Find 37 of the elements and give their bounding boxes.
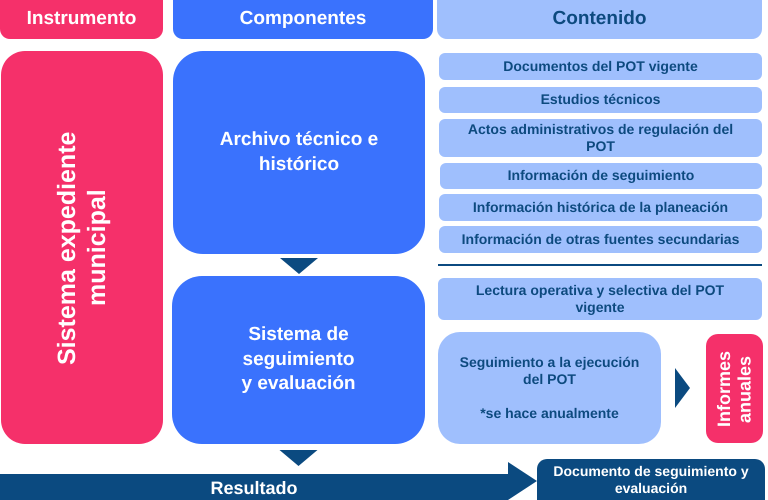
header-tab	[0, 0, 163, 39]
content-text: Lectura operativa y selectiva del POT vigente	[474, 282, 726, 316]
result-text: Resultado	[210, 476, 298, 500]
component-text: Archivo técnico e histórico	[218, 128, 380, 176]
result-text: Documento de seguimiento y evaluación	[552, 462, 750, 496]
report-box	[706, 334, 763, 443]
content-text: Información de seguimiento	[508, 167, 694, 185]
content-text: Estudios técnicos	[540, 91, 660, 109]
arrow	[280, 450, 318, 466]
content-text: Información histórica de la planeación	[472, 198, 728, 216]
header-tab	[173, 0, 433, 39]
arrow	[675, 368, 690, 408]
content-box	[439, 53, 762, 80]
header-tab	[437, 0, 762, 39]
content-text: Información de otras fuentes secundarias	[462, 230, 740, 248]
component-text: Sistema de seguimiento y evaluación	[240, 322, 357, 396]
report-text: Informes anuales	[714, 349, 756, 429]
content-text: Seguimiento a la ejecución del POT	[458, 354, 640, 389]
header-text: Componentes	[240, 7, 366, 32]
content-box	[440, 163, 762, 189]
instrument-text: Sistema expediente municipal	[52, 130, 112, 366]
arrow	[508, 462, 537, 500]
component-box	[172, 276, 425, 444]
content-text: Actos administrativos de regulación del POT	[466, 120, 734, 156]
content-box	[439, 87, 762, 113]
header-text: Contenido	[552, 7, 646, 32]
instrument-panel	[1, 51, 163, 444]
content-box	[438, 332, 661, 444]
header-text: Instrumento	[26, 7, 136, 32]
component-box	[173, 51, 425, 254]
content-box	[439, 194, 762, 221]
note-text: *se hace anualmente	[480, 404, 619, 422]
content-box	[439, 226, 762, 253]
arrow	[280, 258, 318, 274]
content-text: Documentos del POT vigente	[503, 58, 698, 76]
content-box	[438, 278, 762, 320]
content-box	[439, 119, 762, 157]
